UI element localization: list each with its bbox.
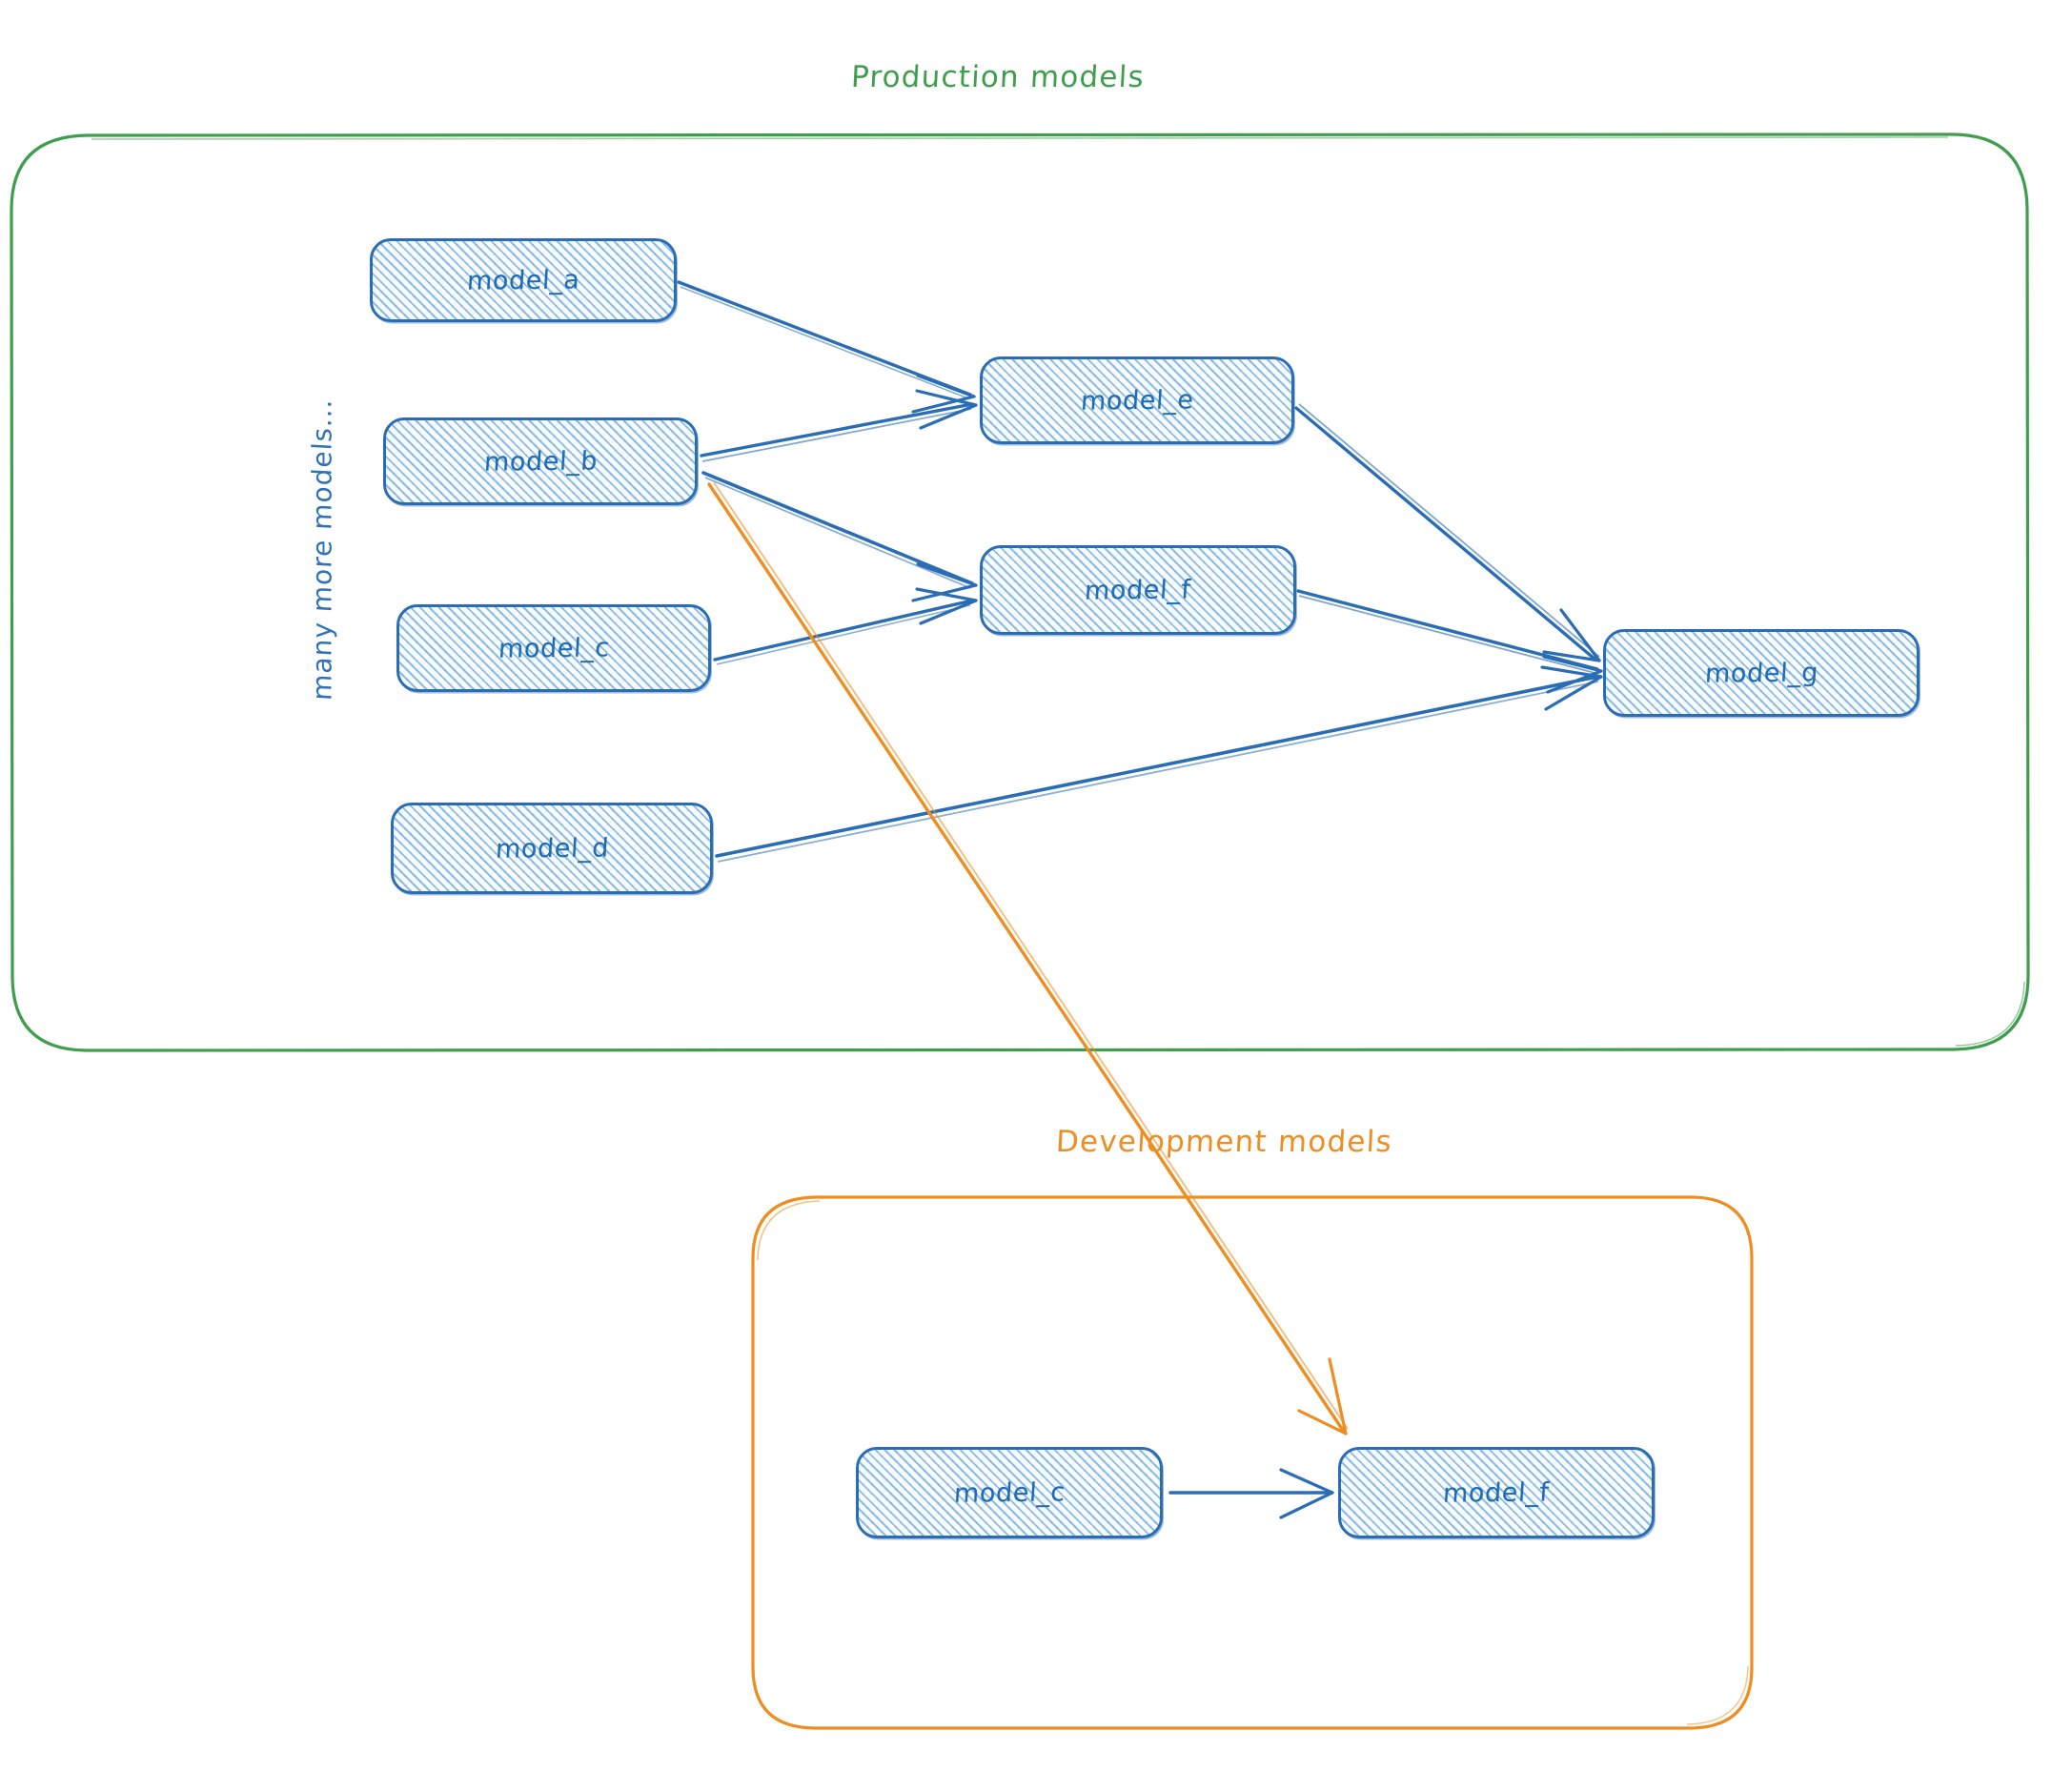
node-label: model_b	[482, 445, 599, 478]
many-more-models-note: many more models...	[306, 397, 338, 702]
node-prod-model-c[interactable]: model_c	[396, 604, 711, 692]
node-label: model_c	[952, 1476, 1066, 1509]
edge-model-a-to-model-e	[677, 280, 976, 414]
production-group-border	[10, 132, 2030, 1052]
edge-model-e-to-model-g	[1294, 403, 1601, 662]
node-label: model_d	[494, 832, 610, 865]
edge-model-f-to-model-g	[1296, 589, 1603, 694]
edge-prod-model-b-to-dev-model-f	[707, 481, 1349, 1435]
node-label: model_c	[497, 632, 611, 664]
node-label: model_f	[1442, 1476, 1551, 1509]
edge-dev-model-c-to-dev-model-f	[1168, 1468, 1334, 1519]
node-dev-model-c[interactable]: model_c	[856, 1447, 1163, 1538]
node-prod-model-g[interactable]: model_g	[1603, 629, 1920, 717]
node-label: model_f	[1084, 574, 1192, 606]
node-label: model_a	[465, 264, 581, 296]
node-label: model_g	[1703, 657, 1819, 689]
production-group-title: Production models	[850, 60, 1146, 94]
development-group-border	[751, 1195, 1754, 1730]
development-group-title: Development models	[1055, 1125, 1393, 1159]
node-prod-model-f[interactable]: model_f	[980, 545, 1296, 635]
edge-model-c-to-model-f	[713, 587, 978, 665]
node-prod-model-a[interactable]: model_a	[370, 238, 677, 322]
edge-model-d-to-model-g	[715, 665, 1603, 863]
node-dev-model-f[interactable]: model_f	[1338, 1447, 1655, 1538]
node-prod-model-d[interactable]: model_d	[391, 803, 713, 894]
node-label: model_e	[1079, 384, 1195, 417]
node-prod-model-e[interactable]: model_e	[980, 356, 1294, 444]
node-prod-model-b[interactable]: model_b	[383, 417, 698, 505]
edge-model-b-to-model-e	[700, 389, 978, 462]
